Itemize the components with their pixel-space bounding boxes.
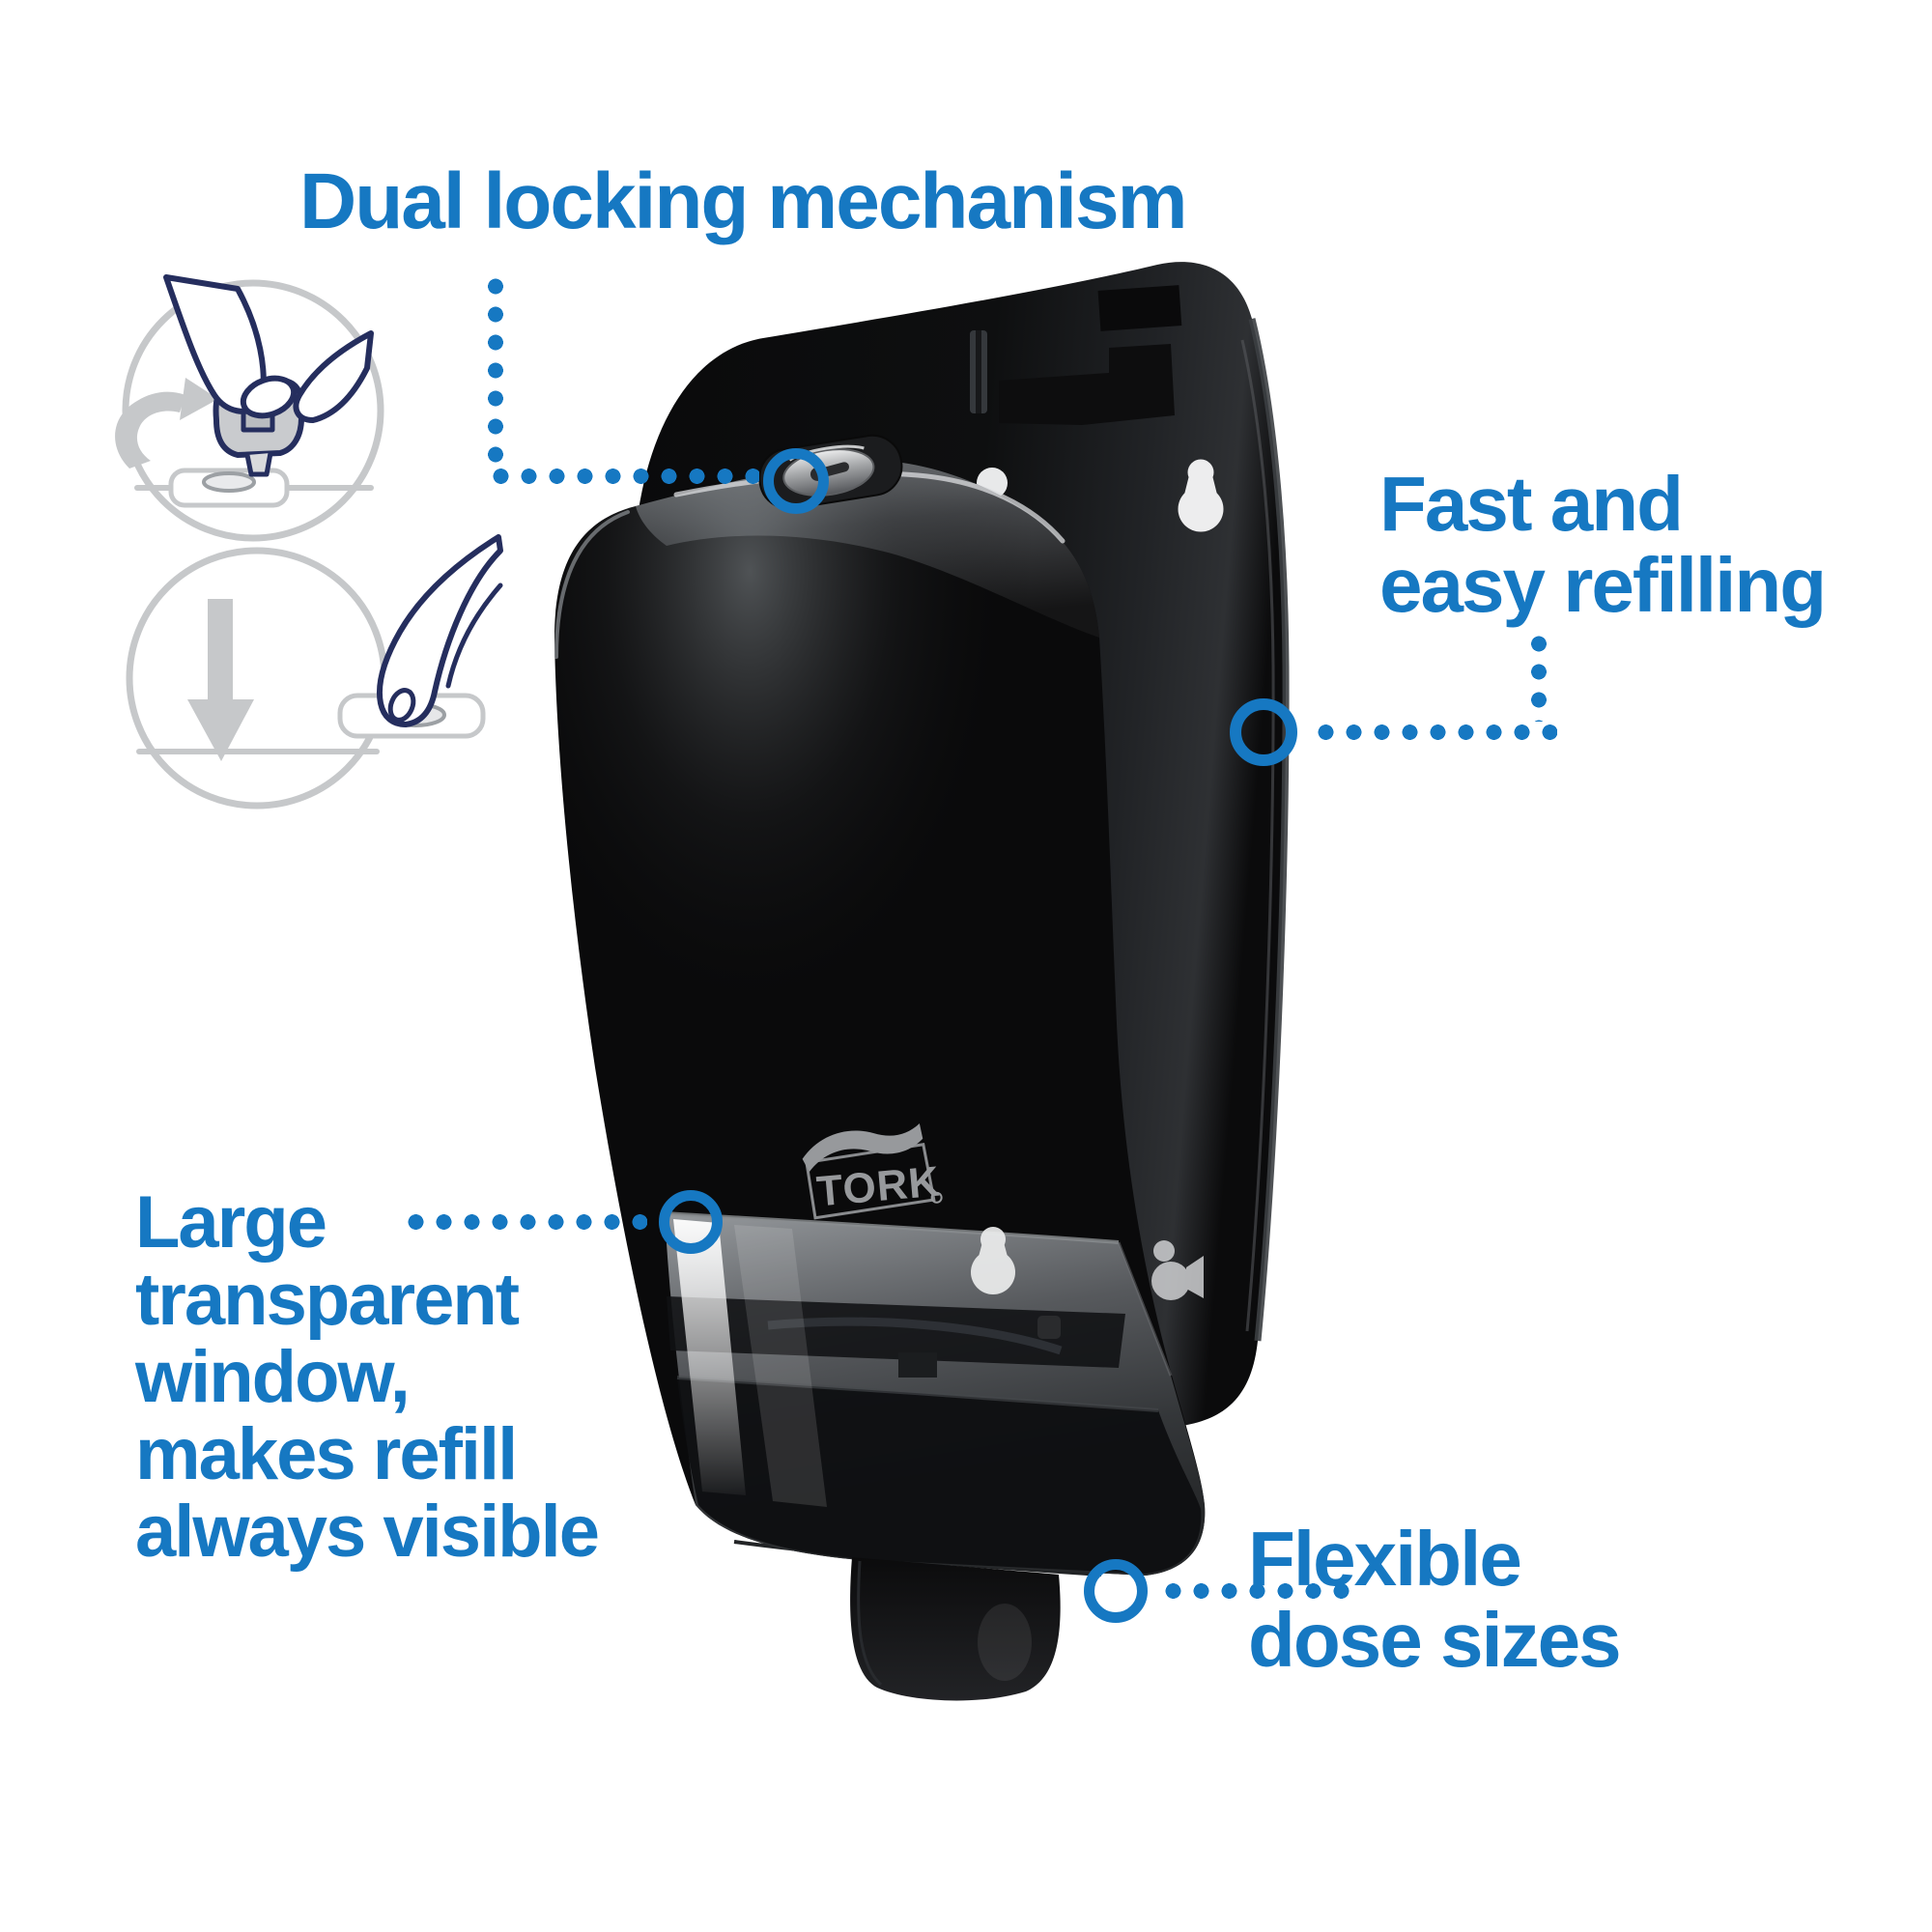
press-button-illustration-icon [126, 534, 503, 810]
fast-refilling-leader-vertical [1531, 630, 1547, 722]
tork-logo: TORK [802, 1123, 943, 1220]
keyhole-mount-icon [1178, 459, 1224, 532]
fast-refilling-marker-circle [1230, 698, 1297, 766]
flexible-dose-leader-horizontal [1159, 1583, 1352, 1599]
keyhole-through-window-icon [971, 1227, 1015, 1294]
internal-pump-mechanism [667, 1296, 1125, 1378]
fast-refilling-leader-horizontal [1312, 724, 1557, 740]
large-window-marker-circle [659, 1190, 723, 1254]
dual-locking-marker-circle [763, 448, 829, 514]
callout-fast-refilling: Fast and easy refilling [1379, 461, 1827, 628]
pump-nozzle [850, 1557, 1061, 1701]
refill-latch [970, 285, 1182, 425]
large-window-leader-horizontal [402, 1214, 647, 1230]
tork-logo-text: TORK [815, 1157, 943, 1215]
callout-flexible-dose: Flexible dose sizes [1248, 1516, 1622, 1683]
callout-dual-locking: Dual locking mechanism [299, 157, 1187, 245]
callout-large-window: Large transparent window, makes refill a… [135, 1181, 600, 1573]
dual-locking-leader-vertical [488, 272, 503, 466]
soap-liquid [676, 1376, 1202, 1574]
unlock-turn-illustration-icon [115, 274, 384, 542]
flexible-dose-marker-circle [1084, 1559, 1148, 1623]
keyhole-through-window-2-icon [1151, 1240, 1204, 1300]
dual-locking-leader-horizontal [487, 469, 759, 484]
transparent-window [664, 1211, 1206, 1576]
